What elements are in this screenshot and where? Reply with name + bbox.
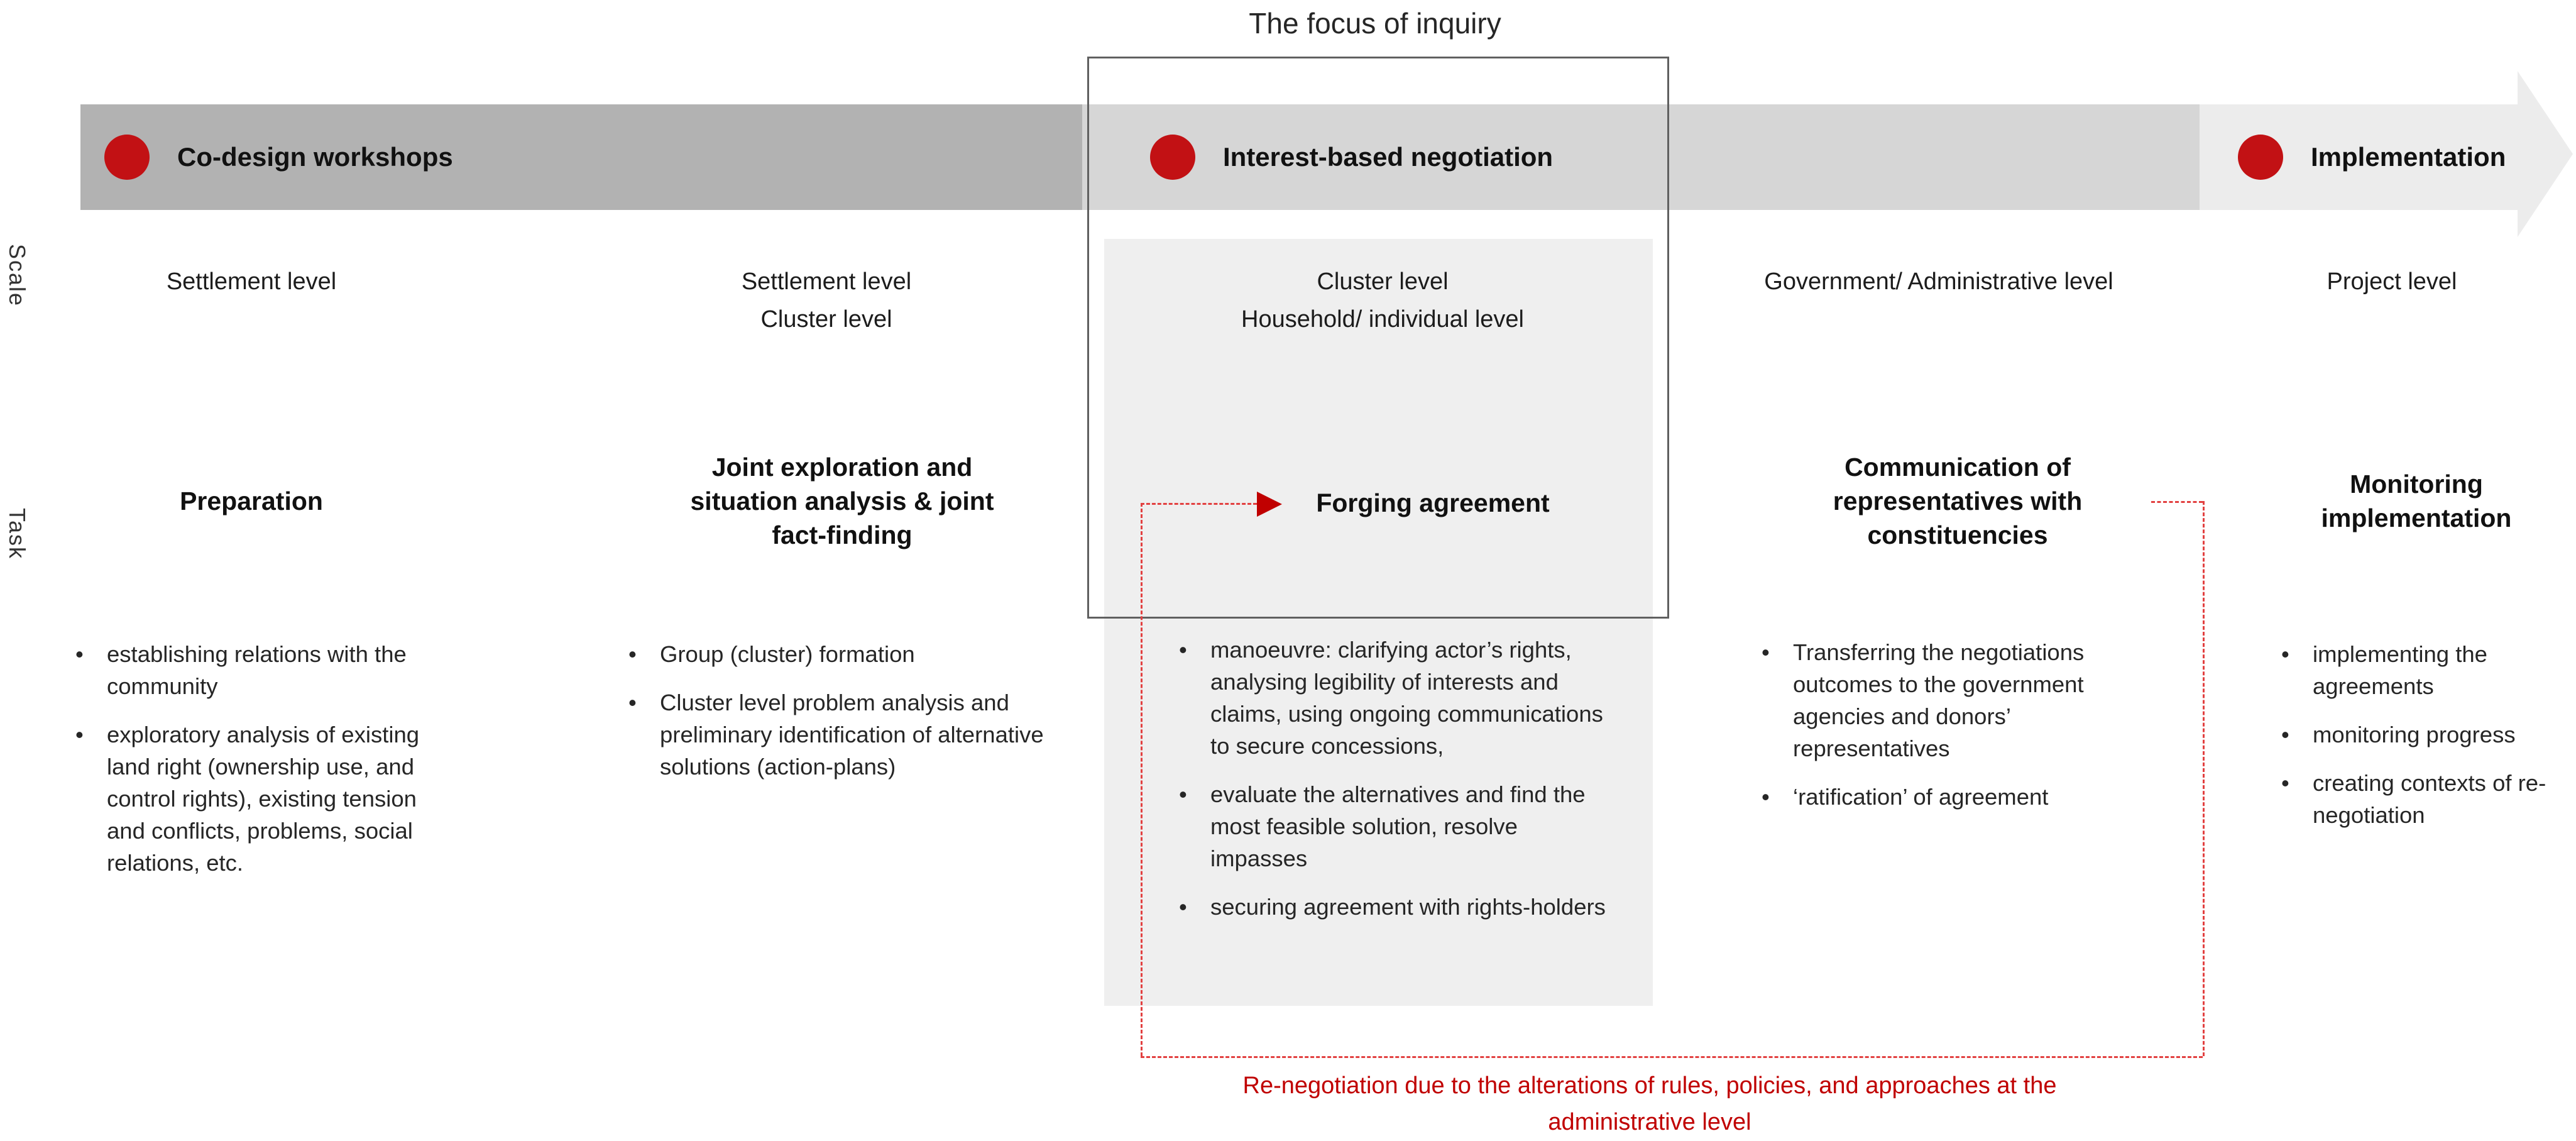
focus-of-inquiry-rectangle [1087,57,1669,619]
phase-interest-based-negotiation: Interest-based negotiation [1150,104,1553,210]
list-item: securing agreement with rights-holders [1174,891,1614,923]
task-list-monitoring: implementing the agreements monitoring p… [2276,638,2556,847]
phase-banner-segment-negotiation [1082,104,2200,210]
list-item: manoeuvre: clarifying actor’s rights, an… [1174,634,1614,762]
red-circle-icon [2238,135,2283,180]
diagram-title: The focus of inquiry [1249,7,1501,40]
feedback-loop-right-segment [2203,501,2205,1056]
task-list-joint-exploration: Group (cluster) formation Cluster level … [623,638,1060,799]
scale-text: Settlement level [741,268,912,295]
list-item: implementing the agreements [2276,638,2556,702]
scale-text: Project level [2327,268,2457,295]
scale-column-3: Cluster level Household/ individual leve… [1194,263,1571,338]
red-circle-icon [1150,135,1195,180]
focus-column-background [1104,239,1653,1006]
task-list-preparation: establishing relations with the communit… [70,638,438,895]
phase-implementation: Implementation [2238,104,2506,210]
row-label-scale: Scale [4,244,30,307]
scale-column-4: Government/ Administrative level [1719,263,2159,300]
phase-banner-arrowhead-icon [2518,71,2573,237]
list-item: evaluate the alternatives and find the m… [1174,778,1614,874]
phase-label: Interest-based negotiation [1223,142,1554,172]
phase-label: Co-design workshops [177,142,453,172]
scale-text: Settlement level [166,268,337,295]
list-item: Group (cluster) formation [623,638,1060,670]
feedback-arrowhead-icon [1257,492,1282,517]
scale-text: Government/ Administrative level [1764,268,2113,295]
task-heading-monitoring: Monitoring implementation [2321,470,2512,532]
list-item: establishing relations with the communit… [70,638,438,702]
scale-column-2: Settlement level Cluster level [638,263,1015,338]
phase-banner-segment-codesign [80,104,1082,210]
feedback-loop-bottom-segment [1141,1056,2203,1058]
task-heading-communication: Communication of representatives with co… [1833,453,2083,549]
list-item: monitoring progress [2276,719,2556,751]
feedback-loop-arrow-segment [1141,503,1257,505]
list-item: Transferring the negotiations outcomes t… [1757,636,2159,764]
list-item: ‘ratification’ of agreement [1757,781,2159,813]
red-circle-icon [104,135,150,180]
scale-text: Household/ individual level [1241,306,1524,333]
list-item: exploratory analysis of existing land ri… [70,719,438,879]
list-item: creating contexts of re-negotiation [2276,767,2556,831]
scale-column-5: Project level [2266,263,2518,300]
phase-codesign-workshops: Co-design workshops [104,104,453,210]
scale-column-1: Settlement level [63,263,440,300]
feedback-loop-left-segment [1141,503,1143,1056]
list-item: Cluster level problem analysis and preli… [623,686,1060,783]
task-heading-forging-agreement: Forging agreement [1316,488,1550,517]
scale-text: Cluster level [760,306,892,333]
feedback-loop-top-right-segment [2151,501,2203,503]
task-heading-joint-exploration: Joint exploration and situation analysis… [690,453,994,549]
task-list-communication: Transferring the negotiations outcomes t… [1757,636,2159,829]
scale-text: Cluster level [1317,268,1449,295]
phase-label: Implementation [2311,142,2506,172]
task-heading-preparation: Preparation [180,487,323,515]
task-list-forging-agreement: manoeuvre: clarifying actor’s rights, an… [1174,634,1614,939]
row-label-task: Task [4,508,30,560]
re-negotiation-note: Re-negotiation due to the alterations of… [1242,1072,2057,1135]
